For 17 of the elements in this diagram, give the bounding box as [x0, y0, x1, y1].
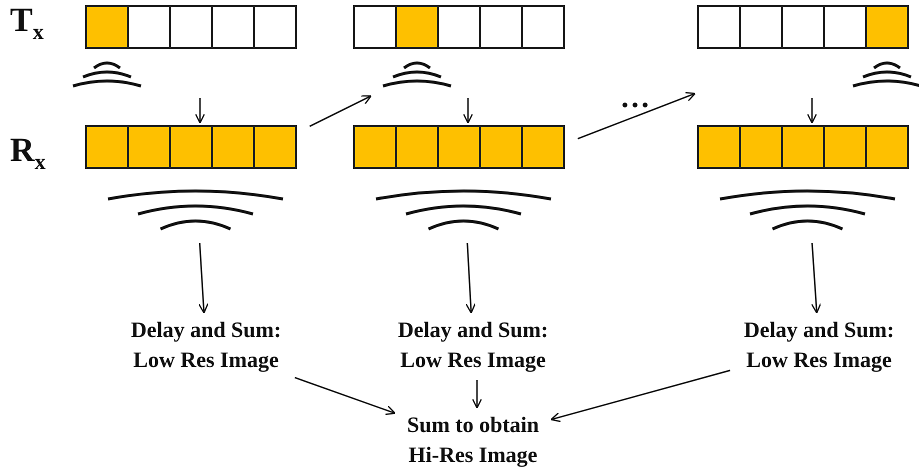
- arrow: [550, 370, 730, 422]
- arrow: [462, 98, 474, 124]
- arrow: [811, 242, 822, 314]
- arrow: [466, 242, 476, 314]
- arrow: [806, 98, 818, 124]
- arrow: [578, 92, 696, 140]
- arrow: [309, 95, 372, 127]
- arrow: [294, 376, 396, 416]
- axis-label: T$_{x}$: [10, 2, 44, 45]
- process-label: Delay and Sum: Low Res Image: [742, 316, 896, 374]
- arrow: [472, 380, 482, 409]
- process-label: Sum to obtain Hi-Res Image: [406, 411, 540, 469]
- arrow: [194, 98, 206, 124]
- process-label: Delay and Sum: Low Res Image: [396, 316, 550, 374]
- process-label: Delay and Sum: Low Res Image: [130, 316, 282, 374]
- arrow: [198, 242, 209, 314]
- axis-label: R$_{x}$: [10, 132, 46, 175]
